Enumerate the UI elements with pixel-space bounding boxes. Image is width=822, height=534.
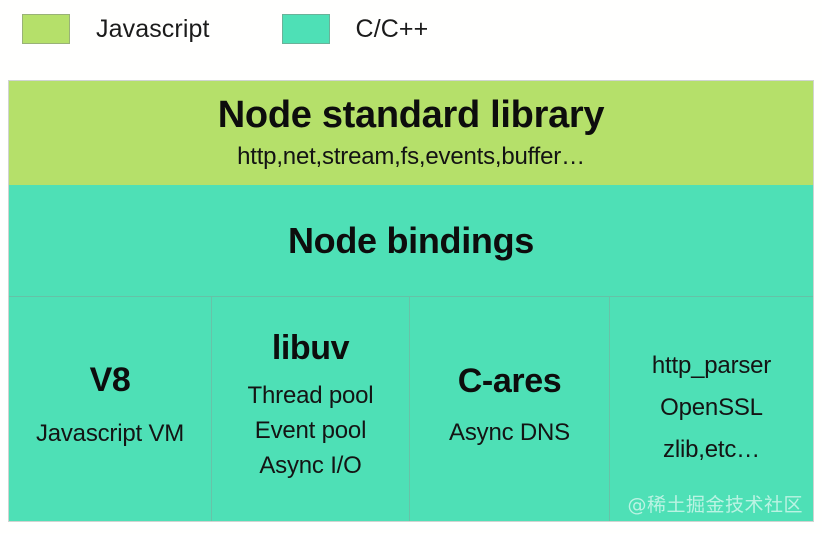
legend-swatch-javascript: [22, 14, 70, 44]
layer-subtitle-node-standard-library: http,net,stream,fs,events,buffer…: [237, 143, 585, 171]
legend: Javascript C/C++: [0, 0, 822, 58]
architecture-diagram: Node standard library http,net,stream,fs…: [8, 80, 814, 522]
layer-node-standard-library: Node standard library http,net,stream,fs…: [9, 81, 813, 185]
layer-title-node-bindings: Node bindings: [287, 219, 535, 261]
component-title-c-ares: C-ares: [457, 362, 562, 401]
legend-item-javascript: Javascript: [22, 14, 210, 44]
component-title-libuv: libuv: [271, 329, 350, 368]
component-detail-libuv-1: Event pool: [254, 416, 367, 444]
component-misc-dependencies: http_parser OpenSSL zlib,etc…: [609, 297, 813, 521]
legend-label-c-cpp: C/C++: [355, 14, 429, 43]
layer-node-bindings: Node bindings: [9, 185, 813, 297]
component-detail-deps-1: OpenSSL: [660, 393, 763, 421]
component-v8: V8 Javascript VM: [9, 297, 211, 521]
layer-title-node-standard-library: Node standard library: [217, 94, 605, 137]
component-detail-libuv-0: Thread pool: [247, 382, 374, 410]
legend-item-c-cpp: C/C++: [281, 14, 429, 44]
component-libuv: libuv Thread pool Event pool Async I/O: [211, 297, 409, 521]
legend-swatch-c-cpp: [281, 14, 330, 44]
component-detail-v8-0: Javascript VM: [35, 419, 185, 447]
component-detail-deps-2: zlib,etc…: [663, 435, 760, 463]
component-detail-c-ares-0: Async DNS: [449, 418, 570, 446]
component-c-ares: C-ares Async DNS: [409, 297, 609, 521]
component-detail-libuv-2: Async I/O: [259, 451, 362, 479]
layer-native-components: V8 Javascript VM libuv Thread pool Event…: [9, 297, 813, 521]
component-detail-deps-0: http_parser: [651, 351, 772, 379]
component-title-v8: V8: [89, 361, 131, 400]
legend-label-javascript: Javascript: [96, 14, 210, 43]
